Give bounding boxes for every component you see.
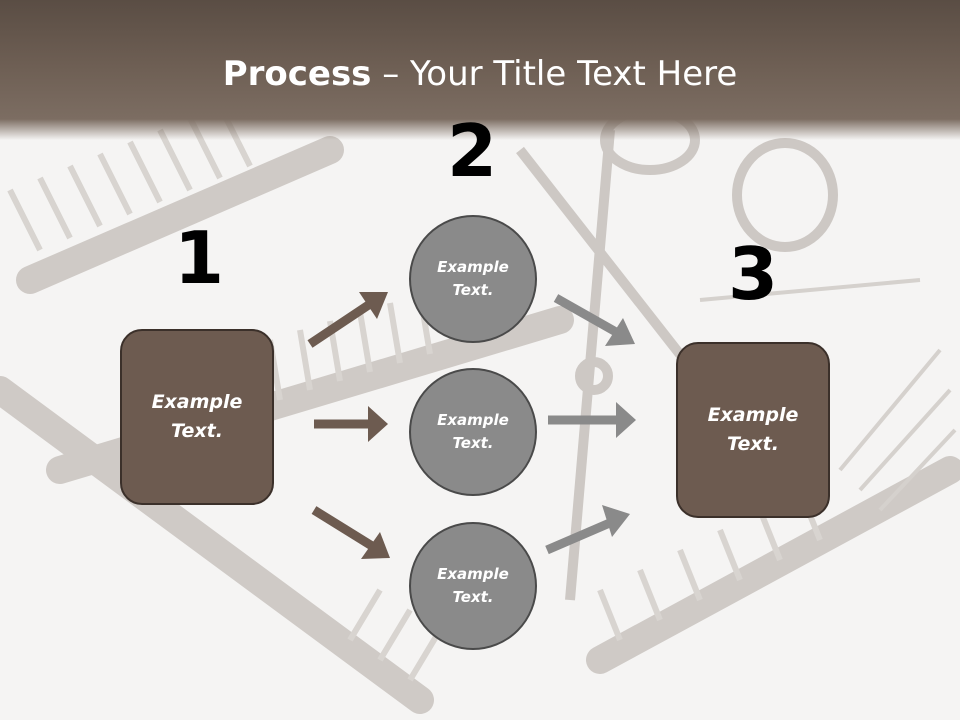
arrow-from-circle-3 — [545, 517, 614, 555]
step-2-circle-3: Example Text. — [409, 522, 537, 650]
circle-1-text: Example Text. — [437, 258, 509, 299]
step-1-box-text: Example Text. — [151, 391, 243, 442]
right-arrows — [545, 294, 636, 555]
arrow-head-to-circle-2 — [368, 406, 388, 442]
circle-3-text: Example Text. — [437, 565, 509, 606]
step-3-box: Example Text. — [676, 342, 830, 518]
step-number-2: 2 — [446, 109, 498, 193]
step-number-1: 1 — [173, 216, 225, 300]
step-2-circle-2: Example Text. — [409, 368, 537, 496]
arrow-head-from-circle-3 — [602, 505, 630, 537]
title-bold-part: Process — [222, 54, 372, 94]
slide-title: Process – Your Title Text Here — [0, 52, 960, 96]
step-1-box: Example Text. — [120, 329, 274, 505]
step-3-box-text: Example Text. — [707, 404, 799, 455]
step-2-circle-1: Example Text. — [409, 215, 537, 343]
title-rest-part: – Your Title Text Here — [371, 54, 738, 94]
arrow-head-to-circle-1 — [359, 292, 388, 319]
arrow-head-from-circle-1 — [605, 318, 635, 346]
circle-2-text: Example Text. — [437, 411, 509, 452]
arrow-from-circle-1 — [553, 294, 619, 336]
arrow-to-circle-3 — [311, 506, 375, 550]
step-number-3: 3 — [727, 232, 779, 316]
arrow-head-from-circle-2 — [616, 402, 636, 438]
left-arrows — [307, 292, 390, 559]
arrow-to-circle-1 — [307, 300, 373, 348]
arrow-head-to-circle-3 — [361, 532, 390, 559]
title-band — [0, 0, 960, 140]
